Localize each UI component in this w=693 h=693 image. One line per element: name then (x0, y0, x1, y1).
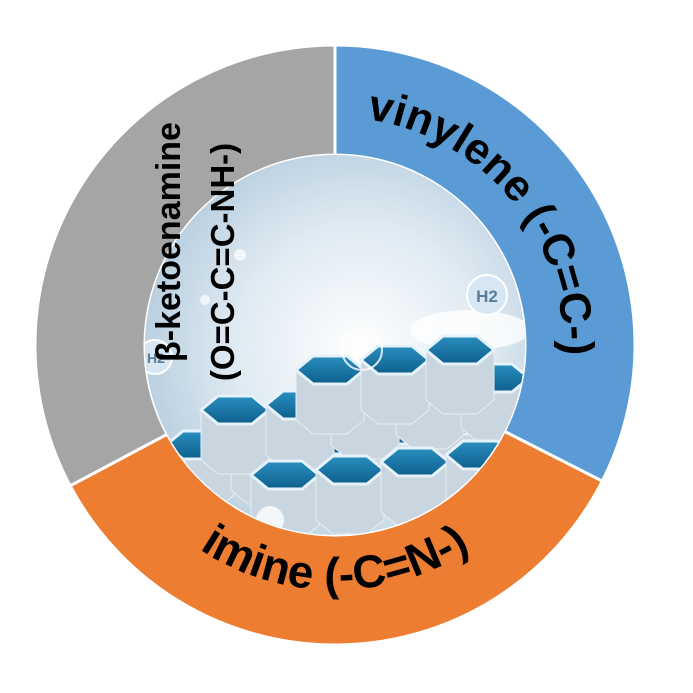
hexagon-cell (358, 344, 432, 376)
hexagon-cell (198, 394, 272, 426)
segment-beta-ketoenamine (33, 43, 337, 488)
h2-bubble-left (145, 339, 173, 375)
beta-ketoenamine-formula: (O=C-C=C-NH-) (204, 143, 241, 381)
bubble (234, 249, 246, 261)
h2-bubble-right (466, 274, 508, 316)
bubble (200, 295, 210, 305)
hexagon-cell (378, 446, 452, 478)
hexagon-cell (423, 334, 497, 366)
segment-imine (68, 429, 605, 647)
h2-label-right: H2 (476, 287, 498, 306)
h2-label-left: H2 (147, 350, 165, 366)
hexagon-cell (248, 459, 322, 491)
bubble (341, 329, 383, 371)
beta-ketoenamine-label: β-ketoenamine (150, 122, 188, 362)
hexagon-cell (313, 454, 387, 486)
hexagon-cell (293, 354, 367, 386)
